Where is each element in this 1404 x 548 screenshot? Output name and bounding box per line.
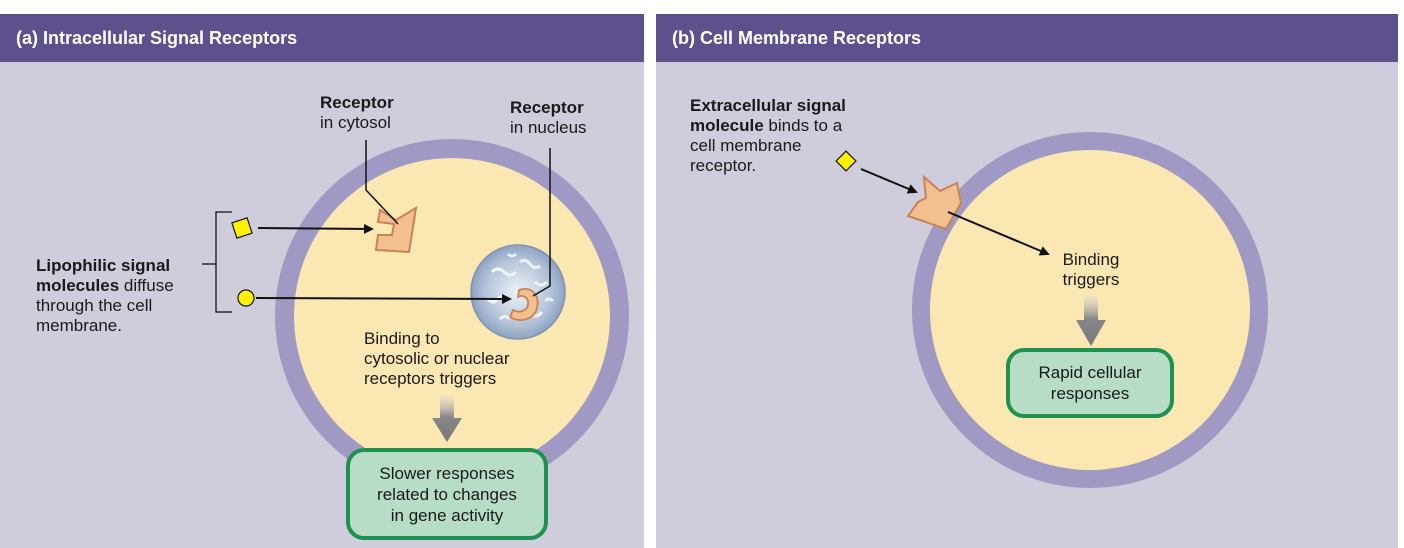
lipophilic-bracket: [215, 211, 232, 313]
nuclear-receptor-shape: [508, 288, 539, 321]
gray-down-arrow-a: [432, 396, 462, 442]
panel-a-diagram: [202, 139, 629, 493]
square-signal-molecule: [231, 217, 253, 239]
arrow-to-cytosol-receptor: [257, 223, 374, 234]
round-signal-molecule: [237, 289, 255, 307]
arrow-to-nuclear-receptor: [255, 293, 512, 304]
arrow-to-membrane-receptor: [860, 168, 918, 194]
membrane-receptor-shape: [906, 174, 963, 231]
extracellular-signal-molecule: [835, 150, 857, 172]
panel-b-diagram: [835, 132, 1268, 488]
receptor-nucleus-leader: [532, 148, 551, 297]
gray-down-arrow-b: [1076, 296, 1106, 346]
panel-cell-membrane-receptors: (b) Cell Membrane Receptors Extracellula…: [656, 14, 1398, 548]
cytoplasm: [294, 158, 610, 474]
panel-b-title: (b) Cell Membrane Receptors: [656, 14, 1398, 62]
arrow-binding-triggers: [947, 211, 1050, 256]
cytosol-receptor-shape: [374, 206, 418, 254]
panel-intracellular-receptors: (a) Intracellular Signal Receptors Recep…: [0, 14, 644, 548]
panel-a-title: (a) Intracellular Signal Receptors: [0, 14, 644, 62]
receptor-cytosol-leader: [365, 140, 399, 225]
